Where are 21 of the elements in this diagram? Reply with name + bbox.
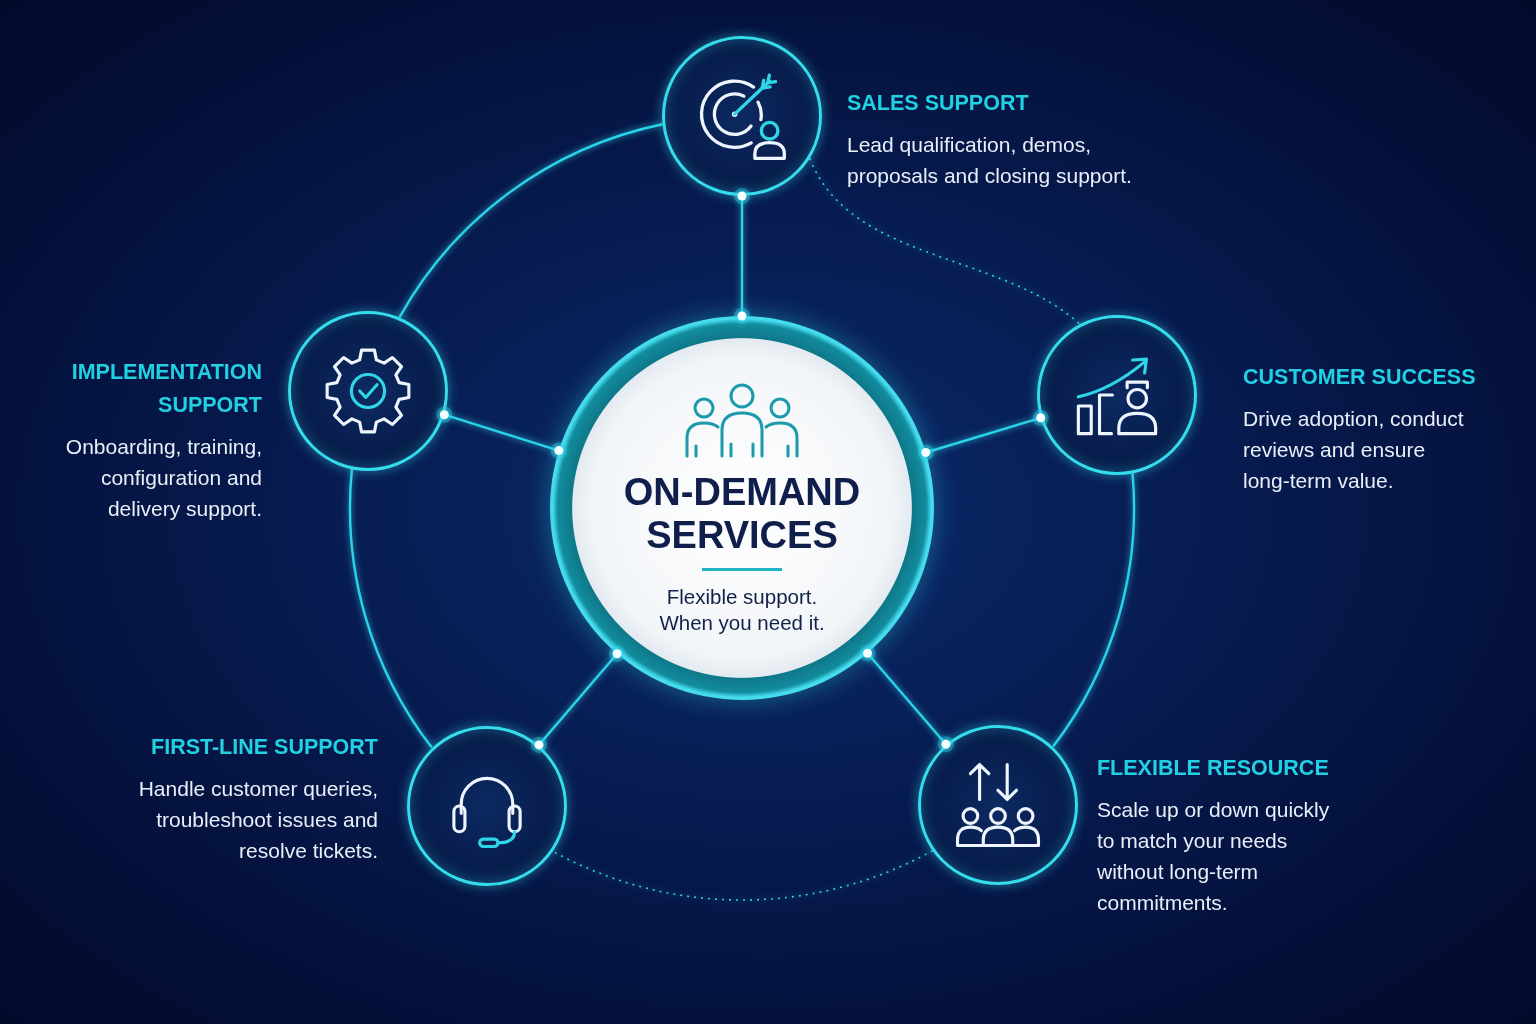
service-description: Onboarding, training, configuration and delivery support. [64, 434, 262, 523]
service-heading: CUSTOMER SUCCESS [1243, 364, 1477, 392]
service-description: Scale up or down quickly to match your needs without long-term commitments. [1097, 797, 1331, 917]
connector-line [531, 645, 626, 753]
orbit-arc [1052, 473, 1135, 748]
service-description: Drive adoption, conduct reviews and ensure long-term value. [1243, 406, 1465, 495]
connector-line [917, 409, 1049, 461]
hub-title: ON-DEMAND SERVICES [623, 471, 861, 557]
hub-subtitle: Flexible support. When you need it. [658, 584, 826, 636]
service-heading: IMPLEMENTATION SUPPORT [70, 359, 262, 420]
orbit-arc [349, 469, 433, 749]
service-heading: FLEXIBLE RESOURCE [1097, 755, 1330, 783]
connector-line [859, 645, 954, 753]
service-heading: FIRST-LINE SUPPORT [150, 734, 378, 762]
orbit-arc [398, 123, 663, 318]
orbit-arc [809, 157, 1081, 325]
connector-line [436, 406, 567, 459]
service-description: Handle customer queries, troubleshoot issues and resolve tickets. [137, 776, 378, 865]
connector-line [734, 188, 750, 324]
service-heading: SALES SUPPORT [847, 89, 1030, 117]
service-description: Lead qualification, demos, proposals and closing support. [847, 131, 1133, 189]
